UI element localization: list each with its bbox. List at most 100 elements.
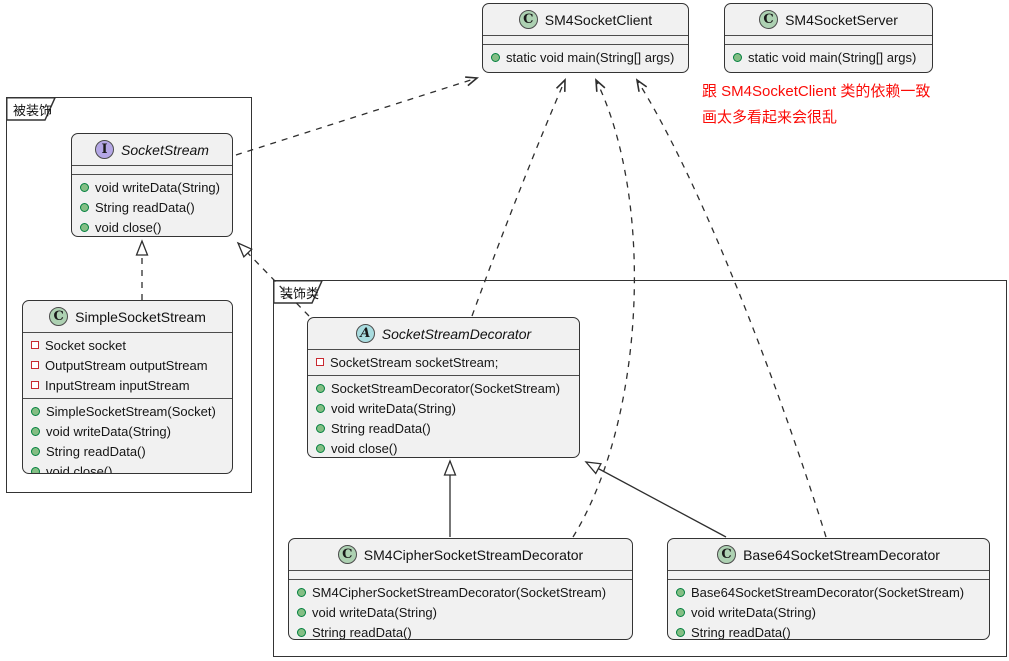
class-name: SimpleSocketStream [75, 308, 206, 325]
public-method-icon [316, 383, 325, 393]
method-text: void writeData(String) [95, 179, 220, 195]
method-text: void close() [95, 219, 162, 235]
package-tab-shape [5, 96, 56, 121]
class-name: Base64SocketStreamDecorator [743, 546, 940, 563]
method-row: void writeData(String) [308, 398, 579, 418]
method-row: String readData() [72, 197, 232, 217]
abstract-class-icon: A [355, 324, 375, 343]
methods-compartment: Base64SocketStreamDecorator(SocketStream… [668, 579, 989, 640]
public-method-icon [733, 52, 742, 62]
package-decorators-label: 装饰类 [280, 286, 320, 301]
method-text: void writeData(String) [46, 423, 171, 439]
annotation-line: 画太多看起来会很乱 [702, 109, 838, 126]
field-text: Socket socket [45, 337, 126, 353]
field-row: Socket socket [23, 335, 232, 355]
methods-compartment: static void main(String[] args) [483, 44, 688, 70]
public-method-icon [316, 423, 325, 433]
public-method-icon [297, 607, 306, 617]
package-decorated-label: 被装饰 [13, 103, 53, 118]
fields-compartment [483, 35, 688, 44]
public-method-icon [316, 403, 325, 413]
fields-compartment [725, 35, 932, 44]
public-method-icon [316, 443, 325, 453]
method-row: void close() [72, 217, 232, 236]
methods-compartment: static void main(String[] args) [725, 44, 932, 70]
method-text: Base64SocketStreamDecorator(SocketStream… [691, 584, 965, 600]
method-text: void close() [331, 440, 398, 456]
fields-compartment [72, 165, 232, 174]
fields-compartment [289, 570, 632, 579]
method-row: SM4CipherSocketStreamDecorator(SocketStr… [289, 582, 632, 602]
public-method-icon [491, 52, 500, 62]
method-text: void writeData(String) [312, 604, 437, 620]
class-name: SM4CipherSocketStreamDecorator [363, 546, 584, 563]
method-row: String readData() [668, 622, 989, 640]
method-text: SimpleSocketStream(Socket) [46, 403, 216, 419]
method-row: void writeData(String) [72, 177, 232, 197]
class-box-socketstreamdecorator: A SocketStreamDecorator SocketStream soc… [307, 317, 580, 458]
class-icon: C [759, 10, 779, 29]
public-method-icon [80, 202, 89, 212]
class-icon: C [717, 545, 737, 564]
class-title: C SM4SocketServer [725, 4, 932, 35]
interface-title: I SocketStream [72, 134, 232, 165]
method-row: String readData() [23, 441, 232, 461]
method-row: Base64SocketStreamDecorator(SocketStream… [668, 582, 989, 602]
interface-name: SocketStream [121, 141, 209, 158]
method-row: void close() [308, 438, 579, 457]
public-method-icon [31, 406, 40, 416]
method-text: String readData() [46, 443, 146, 459]
method-row: void writeData(String) [289, 602, 632, 622]
private-field-icon [31, 341, 39, 349]
public-method-icon [31, 426, 40, 436]
public-method-icon [676, 587, 685, 597]
class-box-sm4socketserver: C SM4SocketServer static void main(Strin… [724, 3, 933, 73]
method-text: SM4CipherSocketStreamDecorator(SocketStr… [312, 584, 607, 600]
field-row: InputStream inputStream [23, 375, 232, 395]
method-row: String readData() [308, 418, 579, 438]
method-row: SimpleSocketStream(Socket) [23, 401, 232, 421]
class-box-socketstream: I SocketStream void writeData(String) St… [71, 133, 233, 237]
class-icon: C [49, 307, 69, 326]
method-text: static void main(String[] args) [506, 49, 675, 65]
abstract-class-title: A SocketStreamDecorator [308, 318, 579, 349]
methods-compartment: SM4CipherSocketStreamDecorator(SocketStr… [289, 579, 632, 640]
class-title: C SM4SocketClient [483, 4, 688, 35]
public-method-icon [31, 446, 40, 456]
class-title: C SimpleSocketStream [23, 301, 232, 332]
methods-compartment: SocketStreamDecorator(SocketStream) void… [308, 375, 579, 457]
method-row: void writeData(String) [23, 421, 232, 441]
class-box-sm4socketclient: C SM4SocketClient static void main(Strin… [482, 3, 689, 73]
public-method-icon [297, 587, 306, 597]
method-text: void writeData(String) [691, 604, 816, 620]
class-title: C Base64SocketStreamDecorator [668, 539, 989, 570]
methods-compartment: void writeData(String) String readData()… [72, 174, 232, 236]
method-row: static void main(String[] args) [483, 47, 688, 67]
method-row: String readData() [289, 622, 632, 640]
method-text: void close() [46, 463, 113, 474]
dependency-socketstream-to-client [235, 78, 477, 156]
public-method-icon [297, 627, 306, 637]
field-text: InputStream inputStream [45, 377, 190, 393]
method-text: void writeData(String) [331, 400, 456, 416]
fields-compartment: Socket socket OutputStream outputStream … [23, 332, 232, 398]
public-method-icon [80, 182, 89, 192]
private-field-icon [31, 361, 39, 369]
class-name: SM4SocketServer [785, 11, 898, 28]
method-text: String readData() [312, 624, 412, 640]
private-field-icon [316, 358, 324, 366]
methods-compartment: SimpleSocketStream(Socket) void writeDat… [23, 398, 232, 474]
abstract-class-name: SocketStreamDecorator [381, 325, 532, 342]
method-row: SocketStreamDecorator(SocketStream) [308, 378, 579, 398]
public-method-icon [31, 466, 40, 473]
field-row: OutputStream outputStream [23, 355, 232, 375]
fields-compartment: SocketStream socketStream; [308, 349, 579, 375]
method-row: void close() [23, 461, 232, 474]
fields-compartment [668, 570, 989, 579]
private-field-icon [31, 381, 39, 389]
class-title: C SM4CipherSocketStreamDecorator [289, 539, 632, 570]
interface-icon: I [95, 140, 115, 159]
class-icon: C [518, 10, 538, 29]
method-text: String readData() [691, 624, 791, 640]
class-name: SM4SocketClient [544, 11, 653, 28]
